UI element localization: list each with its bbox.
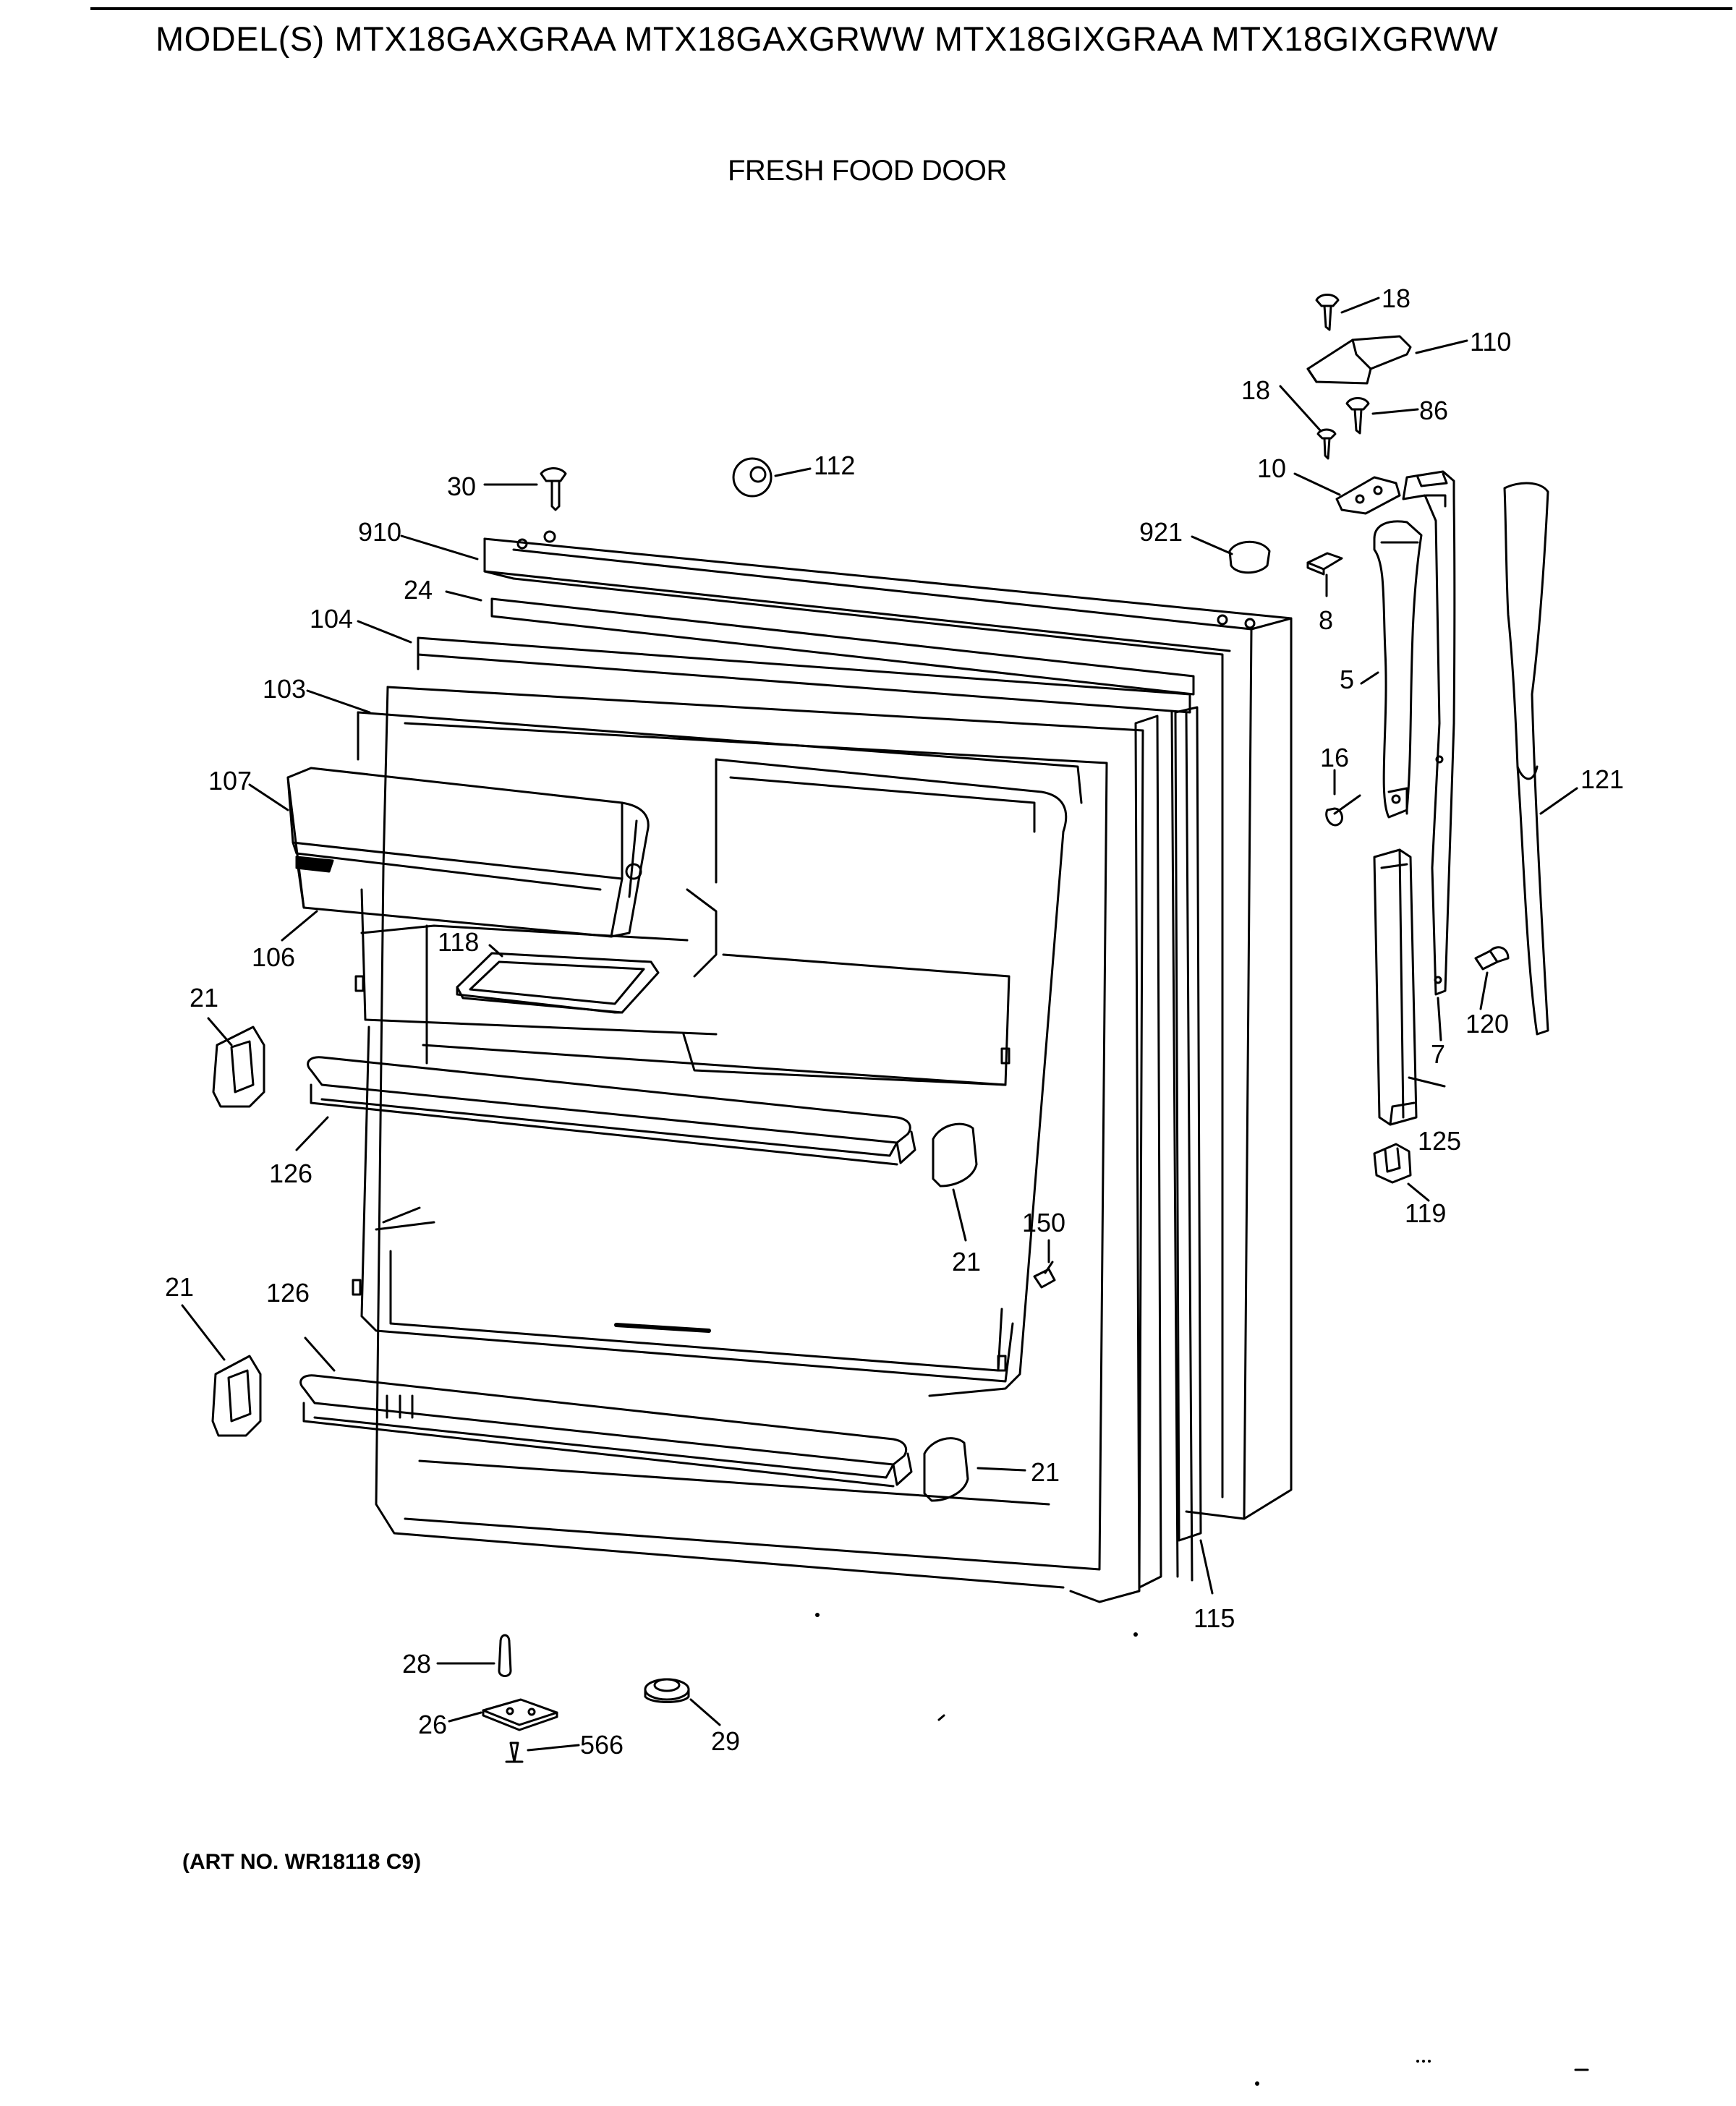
lower-door-shelf — [299, 1374, 913, 1488]
callout-120: 120 — [1465, 1009, 1509, 1039]
callout-5: 5 — [1340, 665, 1354, 694]
callout-24: 24 — [404, 575, 433, 605]
scan-marks — [937, 1714, 1589, 2071]
callout-leaders — [181, 297, 1578, 1752]
hinge-plate — [1335, 476, 1401, 515]
hinge-cover — [1306, 335, 1412, 385]
bottom-hinge-bracket — [482, 1698, 558, 1731]
callout-121: 121 — [1580, 764, 1624, 794]
callout-16: 16 — [1320, 743, 1349, 772]
outer-door-panel — [483, 530, 1293, 1520]
screw-566 — [505, 1742, 524, 1763]
callout-10: 10 — [1257, 453, 1286, 483]
callout-21: 21 — [952, 1247, 981, 1276]
screw-18-lower — [1316, 428, 1337, 460]
dairy-compartment — [286, 767, 650, 938]
upper-door-shelf — [307, 1056, 916, 1166]
inner-door-liner — [352, 686, 1144, 1603]
callout-21: 21 — [1031, 1457, 1060, 1487]
handle-trim — [1503, 482, 1549, 1036]
callout-126: 126 — [269, 1159, 312, 1188]
header-rule — [90, 7, 1732, 10]
cap — [1228, 540, 1271, 574]
callout-30: 30 — [447, 472, 476, 501]
hinge-shim — [1306, 552, 1343, 576]
callout-119: 119 — [1405, 1198, 1446, 1228]
plug-button — [732, 457, 773, 498]
callout-86: 86 — [1419, 396, 1448, 425]
bushing — [644, 1678, 690, 1703]
callout-118: 118 — [438, 927, 479, 957]
callout-125: 125 — [1418, 1126, 1461, 1156]
shelf-end-cap-right-upper — [932, 1122, 978, 1188]
pin — [498, 1634, 512, 1677]
shelf-end-cap-left-lower — [211, 1355, 262, 1437]
callout-112: 112 — [814, 451, 855, 480]
callout-126: 126 — [266, 1278, 310, 1308]
callout-8: 8 — [1319, 605, 1333, 635]
shelf-end-cap-left-upper — [212, 1026, 265, 1108]
shelf-end-cap-right-lower — [923, 1437, 969, 1502]
callout-labels: 18 110 18 86 10 30 112 910 921 8 24 104 … — [165, 284, 1624, 1760]
callout-106: 106 — [252, 942, 295, 972]
callout-21: 21 — [165, 1272, 194, 1302]
diagram-title: FRESH FOOD DOOR — [728, 155, 1007, 187]
model-numbers: MODEL(S) MTX18GAXGRAA MTX18GAXGRWW MTX18… — [156, 20, 1499, 58]
callout-29: 29 — [711, 1726, 740, 1756]
screw-86 — [1345, 397, 1370, 435]
callout-103: 103 — [263, 674, 306, 704]
door-strip — [1174, 706, 1202, 1542]
callout-110: 110 — [1470, 327, 1511, 357]
callout-18: 18 — [1382, 284, 1410, 313]
callout-7: 7 — [1431, 1039, 1445, 1069]
mounting-clip — [1373, 1143, 1412, 1184]
screw-18-top — [1315, 294, 1340, 331]
callout-115: 115 — [1194, 1603, 1235, 1633]
screw-150 — [1033, 1261, 1056, 1289]
callout-566: 566 — [580, 1730, 624, 1760]
support-channel — [1373, 848, 1418, 1126]
handle-rail — [1402, 470, 1456, 996]
callout-28: 28 — [402, 1649, 431, 1679]
screw-16 — [1325, 794, 1361, 827]
callout-18: 18 — [1241, 375, 1270, 405]
egg-tray — [456, 952, 660, 1014]
callout-150: 150 — [1022, 1208, 1065, 1237]
callout-107: 107 — [208, 766, 252, 796]
callout-26: 26 — [418, 1710, 447, 1739]
art-number: (ART NO. WR18118 C9) — [182, 1850, 422, 1874]
door-handle — [1373, 520, 1423, 819]
callout-21: 21 — [190, 983, 218, 1012]
callout-104: 104 — [310, 604, 353, 634]
fastener — [1474, 946, 1510, 971]
screw-30 — [540, 467, 567, 511]
callout-910: 910 — [358, 517, 401, 547]
callout-921: 921 — [1139, 517, 1183, 547]
